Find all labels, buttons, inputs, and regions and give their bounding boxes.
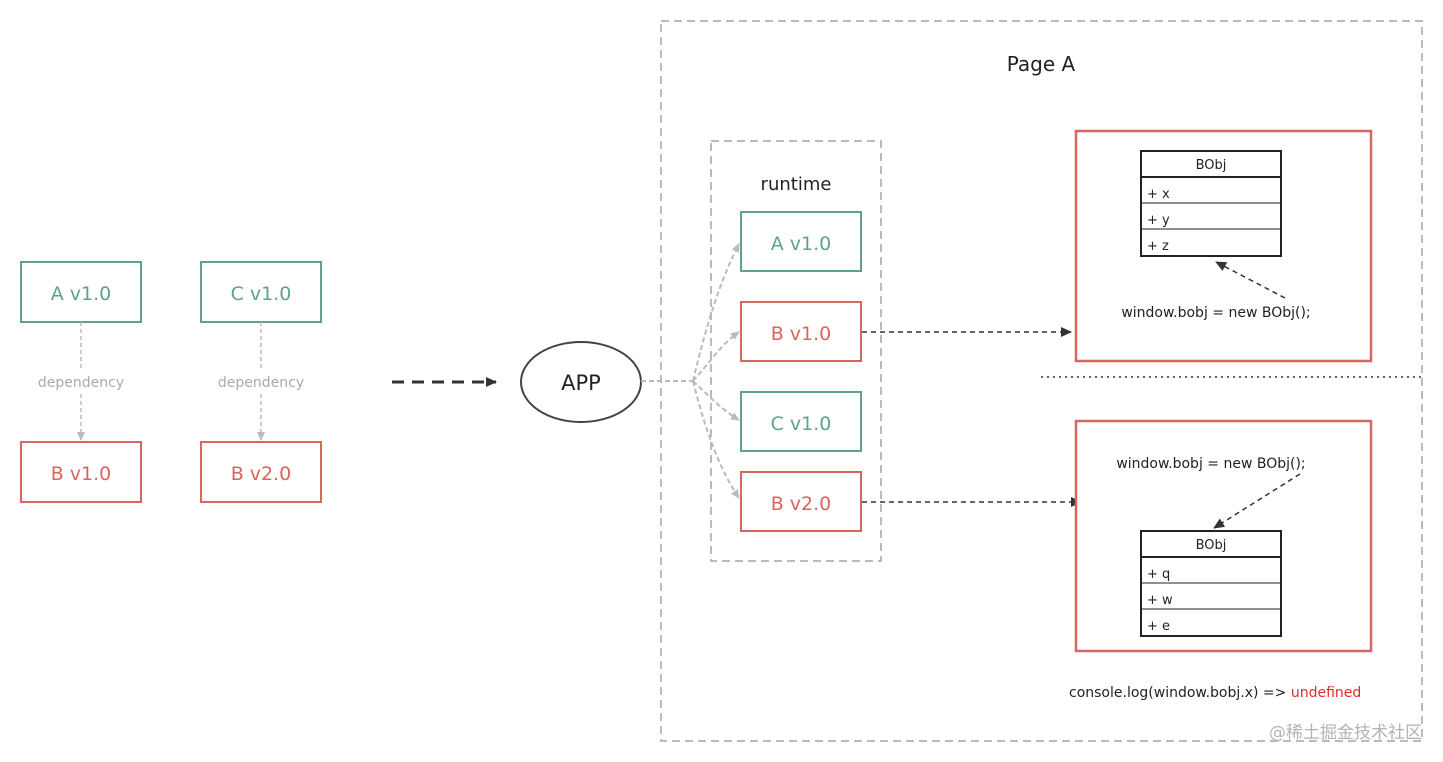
top-class-field: + y	[1147, 213, 1170, 228]
bottom-class-field: + e	[1147, 619, 1170, 634]
left-b1-label: B v1.0	[51, 463, 112, 485]
bottom-class-field: + q	[1147, 567, 1170, 582]
runtime-item-label: B v1.0	[771, 323, 832, 345]
dependency-label-1: dependency	[38, 375, 124, 391]
bottom-class-field: + w	[1147, 593, 1173, 608]
watermark: @稀土掘金技术社区	[1269, 723, 1422, 743]
runtime-item-c: C v1.0	[740, 391, 862, 452]
app-label: APP	[561, 371, 601, 395]
top-class-name: BObj	[1196, 158, 1227, 173]
runtime-item-b2: B v2.0	[740, 471, 862, 532]
bottom-class-name: BObj	[1196, 538, 1227, 553]
left-a-box: A v1.0	[20, 261, 142, 323]
left-c-label: C v1.0	[231, 283, 292, 305]
top-class-box: BObj + x + y + z	[1140, 150, 1282, 257]
console-prefix: console.log(window.bobj.x) =>	[1069, 685, 1291, 701]
bottom-instance-arrow	[1213, 473, 1301, 529]
left-b1-box: B v1.0	[20, 441, 142, 503]
console-result: undefined	[1291, 685, 1361, 701]
app-node: APP	[520, 341, 642, 423]
left-c-box: C v1.0	[200, 261, 322, 323]
page-a-title: Page A	[1007, 52, 1076, 76]
runtime-item-a: A v1.0	[740, 211, 862, 272]
top-instance-arrow	[1215, 261, 1286, 299]
top-code-line: window.bobj = new BObj();	[1121, 305, 1310, 321]
app-fanout-arrows	[641, 243, 740, 499]
dependency-label-2: dependency	[218, 375, 304, 391]
top-class-field: + x	[1147, 187, 1170, 202]
left-a-label: A v1.0	[51, 283, 112, 305]
bottom-class-box: BObj + q + w + e	[1140, 530, 1282, 637]
console-line: console.log(window.bobj.x) => undefined	[1069, 685, 1361, 701]
runtime-item-label: C v1.0	[771, 413, 832, 435]
left-b2-box: B v2.0	[200, 441, 322, 503]
bottom-code-line: window.bobj = new BObj();	[1116, 456, 1305, 472]
runtime-title: runtime	[761, 174, 832, 195]
left-b2-label: B v2.0	[231, 463, 292, 485]
runtime-item-b1: B v1.0	[740, 301, 862, 362]
runtime-item-label: B v2.0	[771, 493, 832, 515]
runtime-item-label: A v1.0	[771, 233, 832, 255]
top-class-field: + z	[1147, 239, 1169, 254]
runtime-frame	[710, 140, 882, 562]
